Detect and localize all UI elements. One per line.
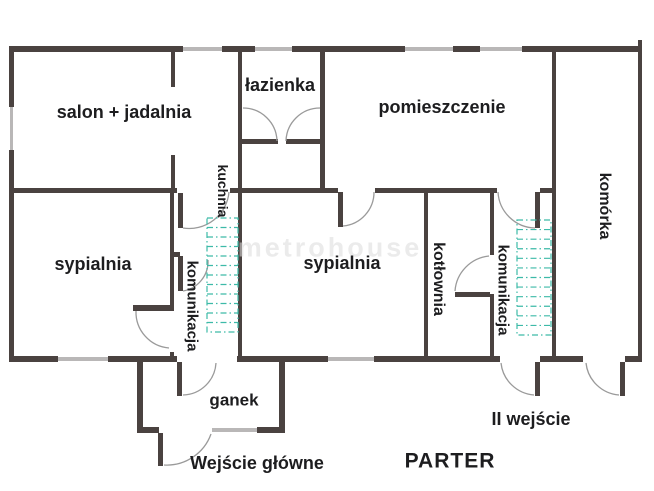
wall-segment <box>170 252 180 257</box>
room-label-komunikacja-right: komunikacja <box>494 244 512 336</box>
room-label-komunikacja-left: komunikacja <box>183 260 201 352</box>
door-arc <box>342 191 375 227</box>
wall-segment <box>638 40 642 362</box>
room-label-sypialnia-left: sypialnia <box>54 254 132 274</box>
wall-segment <box>292 46 405 52</box>
door-leaf <box>177 362 182 396</box>
door-leaf <box>620 362 625 396</box>
door-leaf <box>178 256 183 291</box>
room-label-kuchnia: kuchnia <box>215 164 231 218</box>
door-arc <box>285 107 321 142</box>
wall-segment <box>490 294 494 358</box>
window-segment <box>58 357 108 361</box>
wall-segment <box>10 46 183 52</box>
wall-segment <box>374 356 500 362</box>
wall-segment <box>424 192 428 358</box>
door-leaf <box>338 192 343 227</box>
wall-segment <box>625 356 642 362</box>
wall-segment <box>375 188 497 193</box>
door-arc <box>500 362 535 396</box>
door-arc <box>135 310 170 349</box>
window-segment <box>480 47 522 51</box>
wall-segment <box>171 50 175 87</box>
wall-segment <box>540 188 556 193</box>
wall-segment <box>279 357 285 433</box>
window-segment <box>255 47 292 51</box>
wall-segment <box>108 356 177 362</box>
wall-segment <box>540 356 583 362</box>
room-label-salon: salon + jadalnia <box>56 102 192 122</box>
main-entrance-label: Wejście główne <box>190 453 324 473</box>
door-leaf <box>535 362 540 396</box>
wall-segment <box>257 427 285 433</box>
window-segment <box>405 47 453 51</box>
door-arc <box>454 255 490 292</box>
second-entrance-label: II wejście <box>491 409 571 429</box>
door-leaf <box>178 193 183 228</box>
door-leaf <box>133 305 172 311</box>
room-label-pomieszczenie: pomieszczenie <box>378 97 506 117</box>
door-arc <box>497 191 536 229</box>
floor-title: PARTER <box>404 449 496 473</box>
wall-segment <box>9 46 14 107</box>
wall-segment <box>137 362 143 433</box>
room-label-ganek: ganek <box>209 390 259 410</box>
stairs <box>206 217 239 333</box>
wall-segment <box>320 50 325 190</box>
window-segment <box>10 107 13 150</box>
wall-segment <box>522 46 642 52</box>
room-label-sypialnia-center: sypialnia <box>303 253 381 273</box>
window-segment <box>183 47 222 51</box>
wall-segment <box>230 188 338 193</box>
stairs <box>516 219 552 336</box>
wall-segment <box>170 352 174 358</box>
room-label-komorka: komórka <box>596 172 613 240</box>
wall-segment <box>490 192 494 255</box>
wall-segment <box>453 46 480 52</box>
door-arc <box>585 362 620 396</box>
wall-segment <box>222 46 255 52</box>
door-leaf <box>158 433 163 466</box>
window-segment <box>328 357 374 361</box>
door-leaf <box>455 292 490 297</box>
wall-segment <box>238 50 242 358</box>
wall-segment <box>552 50 556 358</box>
window-segment <box>212 428 257 432</box>
wall-segment <box>10 188 177 193</box>
wall-segment <box>137 427 159 433</box>
watermark: metrohouse <box>237 232 423 263</box>
wall-segment <box>171 155 175 190</box>
door-leaf <box>535 192 540 228</box>
wall-segment <box>286 139 322 144</box>
door-arc <box>242 107 278 142</box>
wall-segment <box>10 356 58 362</box>
wall-segment <box>170 192 174 311</box>
room-label-lazienka: łazienka <box>244 75 316 95</box>
room-label-kotlownia: kotłownia <box>430 242 447 316</box>
wall-segment <box>240 139 278 144</box>
wall-segment <box>9 150 14 362</box>
